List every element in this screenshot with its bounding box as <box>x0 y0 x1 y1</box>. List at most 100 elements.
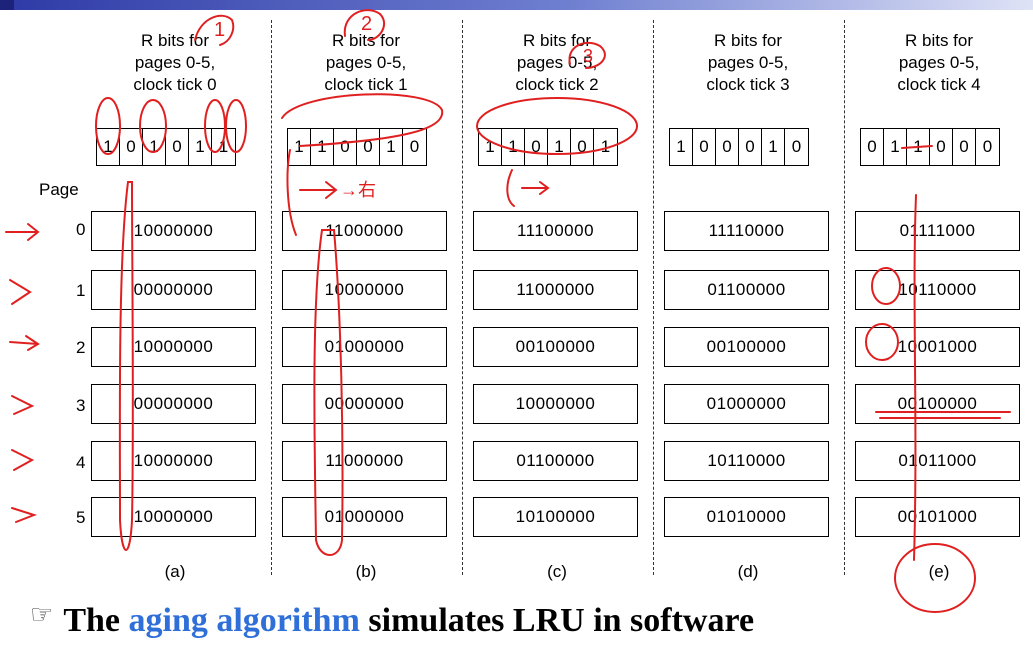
r-bit: 0 <box>525 129 548 165</box>
r-bits-row: 1 0 0 0 1 0 <box>669 128 809 166</box>
header-line: clock tick 4 <box>897 75 981 94</box>
caption-lead: The <box>63 602 129 639</box>
age-counter: 10000000 <box>473 384 638 424</box>
r-bit: 1 <box>218 137 229 156</box>
age-counter: 00000000 <box>91 270 256 310</box>
column-header: R bits for pages 0-5, clock tick 1 <box>271 30 461 96</box>
r-bit: 1 <box>884 129 907 165</box>
r-bit: 0 <box>120 129 143 165</box>
slide-top-rule <box>0 0 1033 10</box>
age-counter: 11110000 <box>664 211 829 251</box>
page-number: 2 <box>76 338 86 357</box>
age-counter: 10000000 <box>282 270 447 310</box>
column-header: R bits for pages 0-5, clock tick 2 <box>462 30 652 96</box>
r-bit: 0 <box>409 137 420 156</box>
column-caption: (d) <box>737 562 759 581</box>
age-counter: 11000000 <box>473 270 638 310</box>
r-bit: 1 <box>97 129 120 165</box>
caption-rest: simulates LRU in software <box>359 602 755 639</box>
page-number: 3 <box>76 396 86 415</box>
age-counter: 10000000 <box>91 441 256 481</box>
header-line: clock tick 1 <box>324 75 408 94</box>
header-line: R bits for <box>713 31 783 50</box>
r-bit: 0 <box>357 129 380 165</box>
r-bit: 0 <box>982 137 993 156</box>
age-counter: 00100000 <box>664 327 829 367</box>
r-bit: 1 <box>288 129 311 165</box>
r-bit: 1 <box>907 129 930 165</box>
header-line: pages 0-5, <box>134 53 216 72</box>
age-counter: 00101000 <box>855 497 1020 537</box>
r-bit: 1 <box>189 129 212 165</box>
column-caption: (e) <box>928 562 950 581</box>
age-counter: 01011000 <box>855 441 1020 481</box>
r-bit: 1 <box>762 129 785 165</box>
age-counter: 11000000 <box>282 211 447 251</box>
column-header: R bits for pages 0-5, clock tick 4 <box>844 30 1033 96</box>
age-counter: 01100000 <box>664 270 829 310</box>
caption-highlight: aging algorithm <box>128 602 360 639</box>
r-bit: 1 <box>670 129 693 165</box>
page-axis-label: Page <box>39 180 79 199</box>
r-bit: 0 <box>334 129 357 165</box>
header-line: R bits for <box>140 31 210 50</box>
r-bits-row: 1 1 0 0 1 0 <box>287 128 427 166</box>
r-bit: 1 <box>380 129 403 165</box>
page-number: 4 <box>76 453 86 472</box>
age-counter: 11100000 <box>473 211 638 251</box>
header-line: clock tick 2 <box>515 75 599 94</box>
r-bit: 0 <box>571 129 594 165</box>
clock-tick-column: R bits for pages 0-5, clock tick 3 1 0 0… <box>653 22 843 581</box>
column-divider <box>844 20 845 575</box>
column-caption: (b) <box>355 562 377 581</box>
header-line: clock tick 3 <box>706 75 790 94</box>
age-counter: 10100000 <box>473 497 638 537</box>
age-counter: 01010000 <box>664 497 829 537</box>
age-counter: 11000000 <box>282 441 447 481</box>
column-header: R bits for pages 0-5, clock tick 3 <box>653 30 843 96</box>
clock-tick-column: R bits for pages 0-5, clock tick 2 1 1 0… <box>462 22 652 581</box>
header-line: pages 0-5, <box>516 53 598 72</box>
r-bits-row: 1 1 0 1 0 1 <box>478 128 618 166</box>
r-bit: 0 <box>953 129 976 165</box>
header-line: pages 0-5, <box>707 53 789 72</box>
r-bit: 0 <box>930 129 953 165</box>
column-header: R bits for pages 0-5, clock tick 0 <box>80 30 270 96</box>
r-bit: 0 <box>693 129 716 165</box>
slide-caption: ☞The aging algorithm simulates LRU in so… <box>30 600 754 640</box>
column-divider <box>462 20 463 575</box>
r-bit: 0 <box>716 129 739 165</box>
column-caption: (c) <box>547 562 567 581</box>
header-line: pages 0-5, <box>898 53 980 72</box>
page-number: 0 <box>76 220 86 239</box>
column-divider <box>271 20 272 575</box>
column-divider <box>653 20 654 575</box>
r-bit: 1 <box>502 129 525 165</box>
r-bit: 1 <box>479 129 502 165</box>
header-line: R bits for <box>331 31 401 50</box>
page-number: 5 <box>76 508 86 527</box>
r-bit: 0 <box>166 129 189 165</box>
age-counter: 01111000 <box>855 211 1020 251</box>
r-bit: 1 <box>548 129 571 165</box>
r-bit: 1 <box>311 129 334 165</box>
clock-tick-column: R bits for pages 0-5, clock tick 4 0 1 1… <box>844 22 1033 581</box>
clock-tick-column: R bits for pages 0-5, clock tick 1 1 1 0… <box>271 22 461 581</box>
r-bit: 1 <box>143 129 166 165</box>
header-line: pages 0-5, <box>325 53 407 72</box>
age-counter: 00100000 <box>473 327 638 367</box>
r-bit: 0 <box>791 137 802 156</box>
age-counter: 00000000 <box>91 384 256 424</box>
r-bits-row: 0 1 1 0 0 0 <box>860 128 1000 166</box>
age-counter: 10000000 <box>91 497 256 537</box>
age-counter: 01000000 <box>282 327 447 367</box>
header-line: clock tick 0 <box>133 75 217 94</box>
age-counter: 00100000 <box>855 384 1020 424</box>
slide-corner-mark <box>0 0 14 10</box>
column-caption: (a) <box>164 562 186 581</box>
age-counter: 01000000 <box>282 497 447 537</box>
header-line: R bits for <box>904 31 974 50</box>
age-counter: 01100000 <box>473 441 638 481</box>
age-counter: 10001000 <box>855 327 1020 367</box>
r-bits-row: 1 0 1 0 1 1 <box>96 128 236 166</box>
